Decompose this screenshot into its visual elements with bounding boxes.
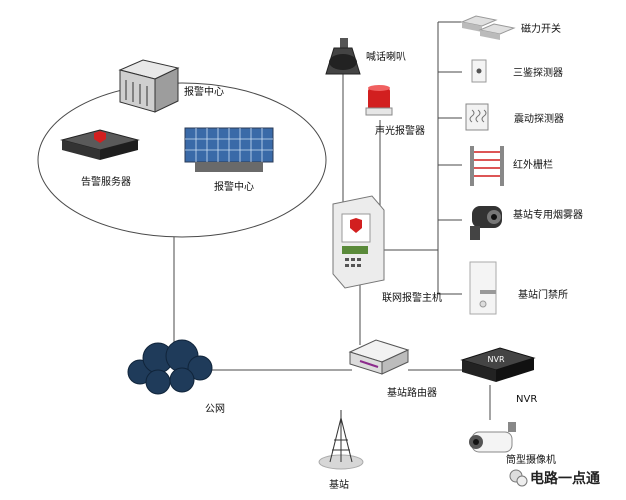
horn-speaker-icon [325, 38, 361, 75]
nvr-device-text: NVR [487, 355, 504, 364]
server-icon [60, 129, 140, 160]
wechat-icon [509, 469, 528, 487]
horn-label: 喊话喇叭 [366, 52, 406, 63]
router-label: 基站路由器 [387, 388, 437, 399]
alarm-center-ellipse [37, 82, 327, 238]
base-station-label: 基站 [329, 480, 349, 491]
infrared-fence-icon [470, 146, 504, 186]
video-wall-icon [184, 127, 274, 172]
alarm-center-building-label: 报警中心 [184, 87, 224, 98]
alarm-host-icon [332, 195, 385, 289]
smoke-detector-icon [470, 206, 502, 240]
vibration-detector-label: 震动探测器 [514, 114, 564, 125]
watermark-text: 电路一点通 [530, 471, 600, 487]
tower-icon [318, 410, 364, 470]
bullet-camera-icon [469, 422, 516, 453]
magnetic-switch-label: 磁力开关 [521, 24, 561, 35]
strobe-label: 声光报警器 [375, 126, 425, 137]
internet-label: 公网 [205, 404, 225, 415]
infrared-fence-label: 红外栅栏 [513, 160, 553, 171]
router-icon [348, 339, 410, 375]
door-access-icon [469, 261, 497, 315]
triple-detector-icon [471, 59, 487, 83]
magnet-switch-icon [460, 15, 516, 40]
triple-detector-label: 三鉴探测器 [513, 68, 563, 79]
smoke-detector-label: 基站专用烟雾器 [513, 210, 583, 221]
nvr-label: NVR [516, 394, 538, 405]
vibration-detector-icon [465, 103, 489, 131]
alarm-host-label: 联网报警主机 [382, 293, 442, 304]
camera-label: 筒型摄像机 [506, 455, 556, 466]
internet-cloud-icon [127, 339, 213, 395]
building-icon [118, 59, 180, 113]
alarm-server-label: 告警服务器 [81, 177, 131, 188]
connection-lines [37, 21, 491, 420]
alarm-center-wall-label: 报警中心 [214, 182, 254, 193]
door-access-label: 基站门禁所 [518, 290, 568, 301]
nvr-icon: NVR [460, 347, 536, 382]
strobe-icon [365, 85, 393, 116]
